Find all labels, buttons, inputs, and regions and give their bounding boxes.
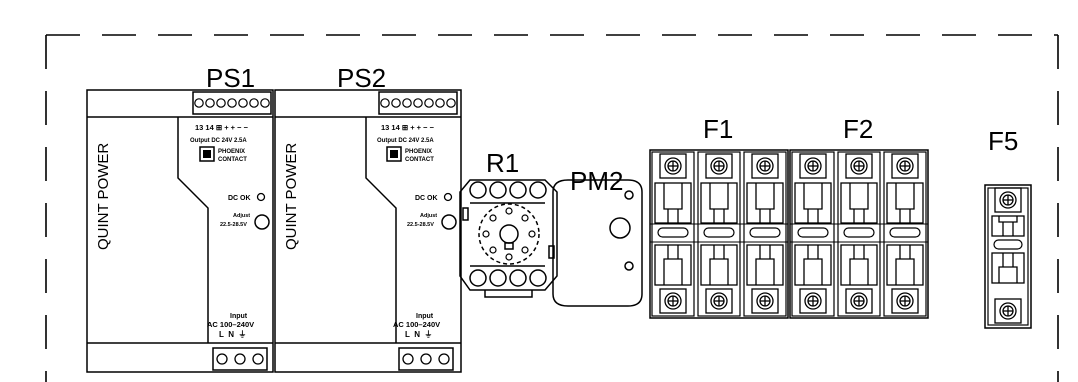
- label-ps2: PS2: [337, 63, 386, 93]
- ps1-input-terminals: L N ⏚: [219, 330, 246, 339]
- fuse-window: [703, 227, 735, 238]
- fuse-clip: [794, 182, 832, 224]
- fuse-clip: [886, 182, 924, 224]
- ps2-adjust-label: Adjust: [420, 213, 437, 219]
- power-supply-ps2: [274, 89, 462, 373]
- ps2-dc-ok-label: DC OK: [415, 195, 438, 202]
- fuse-clip: [654, 244, 692, 286]
- ps2-input-label: Input: [416, 313, 434, 320]
- ps2-logo-line2: CONTACT: [405, 157, 434, 163]
- fuse-clip: [794, 244, 832, 286]
- screw-terminal-icon: [705, 288, 733, 314]
- fuse-holder-f5: [984, 184, 1032, 329]
- screw-terminal-icon: [659, 153, 687, 179]
- fuse-window: [749, 227, 781, 238]
- fuse-window: [657, 227, 689, 238]
- fuse-clip: [991, 215, 1025, 237]
- label-f2: F2: [843, 114, 873, 144]
- power-supply-ps1: [86, 89, 274, 373]
- label-f1: F1: [703, 114, 733, 144]
- screw-terminal-icon: [891, 288, 919, 314]
- fuse-holder-f1: [649, 149, 789, 319]
- screw-terminal-icon: [799, 153, 827, 179]
- fuse-clip: [991, 252, 1025, 284]
- screw-terminal-icon: [705, 153, 733, 179]
- fuse-holder-f2: [789, 149, 929, 319]
- ps2-brand-text: QUINT POWER: [283, 143, 300, 250]
- ps1-logo-line1: PHOENIX: [218, 149, 245, 155]
- fuse-clip: [746, 182, 784, 224]
- label-f5: F5: [988, 126, 1018, 156]
- label-pm2: PM2: [570, 166, 623, 196]
- relay-socket-r1: [459, 179, 558, 298]
- fuse-window: [993, 239, 1023, 250]
- ps1-text: QUINT POWER 13 14 ⊞ + + − − Output DC 24…: [95, 123, 254, 339]
- screw-terminal-icon: [994, 187, 1022, 213]
- ps1-output-terminal-marks: 13 14 ⊞ + + − −: [195, 123, 249, 132]
- ps2-text: QUINT POWER 13 14 ⊞ + + − − Output DC 24…: [283, 123, 440, 339]
- fuse-clip: [840, 182, 878, 224]
- ps1-output-text: Output DC 24V 2.5A: [190, 138, 247, 144]
- ps2-ac-range: AC 100–240V: [393, 320, 440, 329]
- screw-terminal-icon: [994, 298, 1022, 324]
- fuse-clip: [654, 182, 692, 224]
- ps2-logo-line1: PHOENIX: [405, 149, 432, 155]
- ps1-brand-text: QUINT POWER: [95, 143, 112, 250]
- screw-terminal-icon: [891, 153, 919, 179]
- ps1-logo-line2: CONTACT: [218, 157, 247, 163]
- ps1-ac-range: AC 100–240V: [207, 320, 254, 329]
- fuse-window: [889, 227, 921, 238]
- ps2-adjust-range: 22.5-28.5V: [407, 222, 434, 228]
- fuse-clip: [700, 182, 738, 224]
- label-ps1: PS1: [206, 63, 255, 93]
- fuse-clip: [700, 244, 738, 286]
- screw-terminal-icon: [751, 288, 779, 314]
- ps2-output-text: Output DC 24V 2.5A: [377, 138, 434, 144]
- screw-terminal-icon: [751, 153, 779, 179]
- fuse-clip: [886, 244, 924, 286]
- label-r1: R1: [486, 148, 519, 178]
- screw-terminal-icon: [659, 288, 687, 314]
- ps1-input-label: Input: [230, 313, 248, 320]
- fuse-holders: [649, 149, 1032, 329]
- phase-monitor-pm2: [552, 179, 643, 307]
- screw-terminal-icon: [799, 288, 827, 314]
- fuse-clip: [840, 244, 878, 286]
- enclosure-boundary: [45, 34, 1059, 382]
- ps2-output-terminal-marks: 13 14 ⊞ + + − −: [381, 123, 435, 132]
- ps1-adjust-range: 22.5-28.5V: [220, 222, 247, 228]
- ps2-input-terminals: L N ⏚: [405, 330, 432, 339]
- screw-terminal-icon: [845, 153, 873, 179]
- screw-terminal-icon: [845, 288, 873, 314]
- fuse-window: [797, 227, 829, 238]
- fuse-clip: [746, 244, 784, 286]
- ps1-adjust-label: Adjust: [233, 213, 250, 219]
- ps1-dc-ok-label: DC OK: [228, 195, 251, 202]
- fuse-window: [843, 227, 875, 238]
